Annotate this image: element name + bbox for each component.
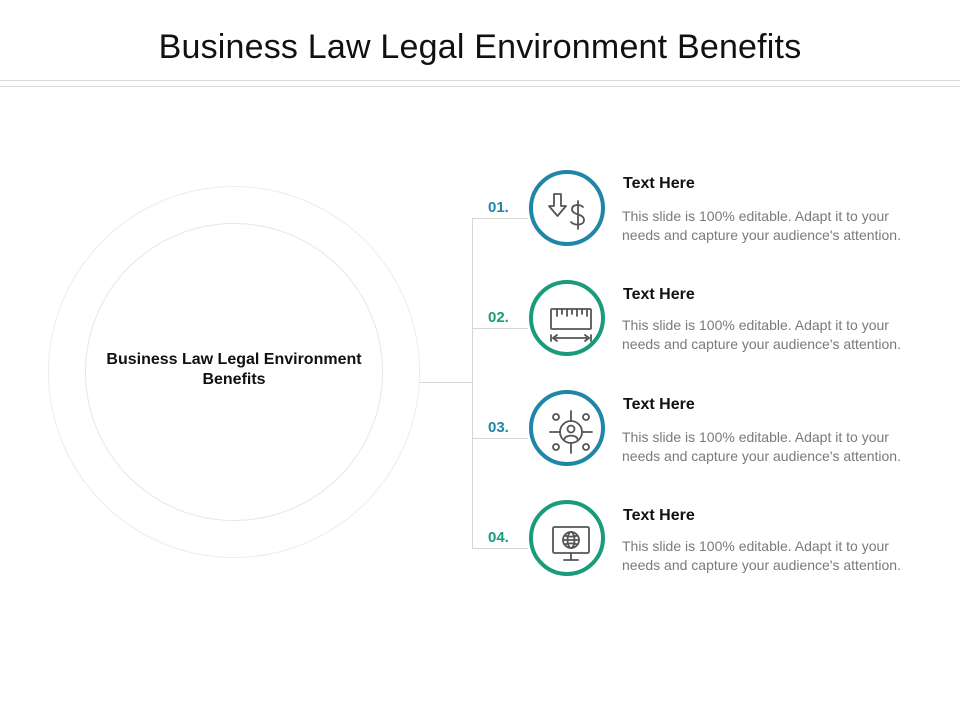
item-body: This slide is 100% editable. Adapt it to…: [622, 208, 901, 243]
item-icon-circle: [529, 500, 605, 576]
item-icon-circle: [529, 280, 605, 356]
connector-branch-2: [472, 328, 528, 329]
connector-vertical: [472, 218, 473, 548]
item-heading: Text Here: [623, 286, 695, 303]
item-heading: Text Here: [623, 175, 695, 192]
user-network-icon: [549, 410, 593, 454]
connector-branch-3: [472, 438, 528, 439]
title-divider-top: [0, 80, 960, 81]
item-icon-circle: [529, 170, 605, 246]
item-body: This slide is 100% editable. Adapt it to…: [622, 317, 901, 352]
connector-branch-1: [472, 218, 528, 219]
item-body: This slide is 100% editable. Adapt it to…: [622, 429, 901, 464]
ruler-measure-icon: [550, 308, 592, 342]
item-number: 04.: [488, 529, 509, 546]
item-number: 01.: [488, 199, 509, 216]
inner-ring: [85, 223, 383, 521]
connector-main: [420, 382, 472, 383]
item-number: 02.: [488, 309, 509, 326]
connector-branch-4: [472, 548, 528, 549]
item-body: This slide is 100% editable. Adapt it to…: [622, 538, 901, 573]
item-heading: Text Here: [623, 396, 695, 413]
money-transfer-icon: [548, 193, 585, 230]
outer-ring: [48, 186, 420, 558]
item-heading: Text Here: [623, 507, 695, 524]
item-icon-circle: [529, 390, 605, 466]
title-divider-bottom: [0, 86, 960, 87]
monitor-globe-icon: [552, 526, 590, 561]
slide-title: Business Law Legal Environment Benefits: [158, 28, 802, 66]
center-label: Business Law Legal Environment Benefits: [106, 351, 362, 388]
item-number: 03.: [488, 419, 509, 436]
